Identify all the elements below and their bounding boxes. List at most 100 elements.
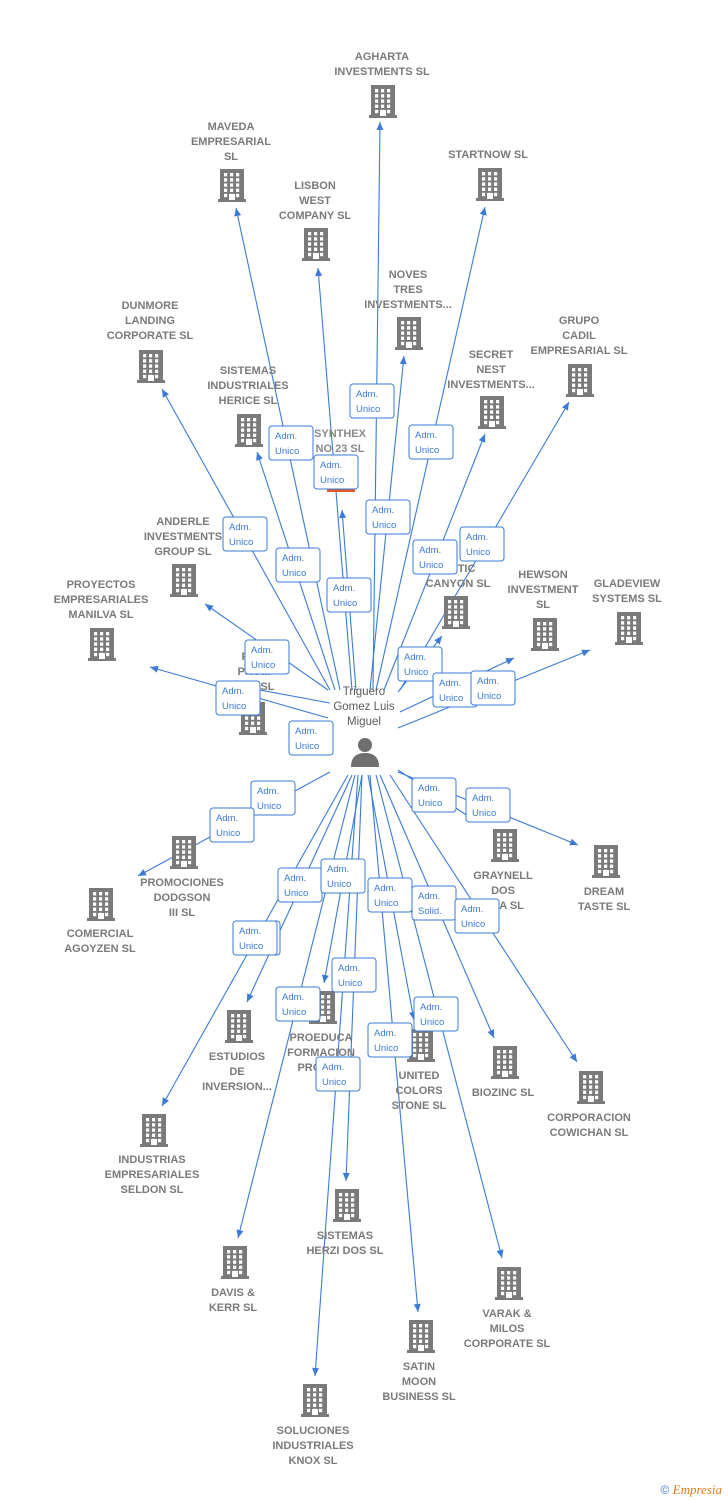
role-badge[interactable]: Adm.Unico	[315, 1056, 361, 1092]
role-badge[interactable]: Adm.Unico	[250, 780, 296, 816]
building-icon[interactable]	[333, 1189, 361, 1222]
company-node-daviskerr[interactable]: DAVIS &KERR SL	[209, 1246, 258, 1314]
building-icon[interactable]	[225, 1010, 253, 1043]
building-icon[interactable]	[577, 1071, 605, 1104]
company-node-estudios[interactable]: ESTUDIOSDEINVERSION...	[202, 1010, 272, 1093]
role-badge[interactable]: Adm.Unico	[367, 877, 413, 913]
company-node-startnow[interactable]: STARTNOW SL	[448, 149, 528, 201]
building-icon[interactable]	[476, 168, 504, 201]
role-badge[interactable]: Adm.Unico	[320, 858, 366, 894]
building-icon[interactable]	[495, 1267, 523, 1300]
building-icon[interactable]	[566, 364, 594, 397]
building-icon[interactable]	[491, 1046, 519, 1079]
role-badge[interactable]: Adm.Unico	[413, 996, 459, 1032]
footer-brand[interactable]: © Empresia	[660, 1482, 722, 1498]
role-badge[interactable]: Adm.Unico	[349, 383, 395, 419]
role-badge-text: Adm.	[282, 553, 304, 564]
building-icon[interactable]	[140, 1114, 168, 1147]
role-badge[interactable]: Adm.Unico	[313, 454, 359, 490]
arrow-estudios	[247, 993, 254, 1002]
building-icon[interactable]	[395, 317, 423, 350]
role-badge[interactable]: Adm.Unico	[412, 539, 458, 575]
role-badge-text: Unico	[374, 898, 398, 909]
role-badge[interactable]: Adm.Unico	[367, 1022, 413, 1058]
role-badge[interactable]: Adm.Unico	[275, 986, 321, 1022]
company-node-secretnest[interactable]: SECRETNESTINVESTMENTS...	[447, 349, 535, 429]
role-badge[interactable]: Adm.Unico	[244, 639, 290, 675]
role-badge[interactable]: Adm.Unico	[465, 787, 511, 823]
building-icon[interactable]	[170, 836, 198, 869]
building-icon[interactable]	[615, 612, 643, 645]
role-badge[interactable]: Adm.Unico	[411, 777, 457, 813]
company-label-line: INVERSION...	[202, 1081, 272, 1093]
role-badge[interactable]: Adm.Unico	[222, 516, 268, 552]
role-badge-text: Adm.	[356, 389, 378, 400]
building-icon[interactable]	[369, 85, 397, 118]
building-icon[interactable]	[478, 396, 506, 429]
person-name-line: Miguel	[347, 716, 381, 728]
role-badge[interactable]: Adm.Unico	[331, 957, 377, 993]
role-badge[interactable]: Adm.Solid.	[411, 885, 457, 921]
role-badge[interactable]: Adm.Unico	[209, 807, 255, 843]
building-icon[interactable]	[407, 1029, 435, 1062]
company-label-line: SECRET	[469, 349, 514, 361]
role-badge[interactable]: Adm.Unico	[288, 720, 334, 756]
building-icon[interactable]	[221, 1246, 249, 1279]
building-icon[interactable]	[170, 564, 198, 597]
arrow-anderle	[205, 604, 214, 612]
role-badge[interactable]: Adm.Unico	[432, 672, 478, 708]
company-label-line: NOVES	[389, 269, 428, 281]
company-label-line: HERZI DOS SL	[306, 1245, 383, 1257]
building-icon[interactable]	[218, 169, 246, 202]
role-badge[interactable]: Adm.Unico	[232, 920, 278, 956]
role-badge[interactable]: Adm.Unico	[277, 867, 323, 903]
building-icon[interactable]	[235, 414, 263, 447]
role-badge[interactable]: Adm.Unico	[326, 577, 372, 613]
company-node-noves[interactable]: NOVESTRESINVESTMENTS...	[364, 269, 452, 350]
role-badge[interactable]: Adm.Unico	[397, 646, 443, 682]
arrow-solknox	[312, 1367, 320, 1376]
building-icon[interactable]	[407, 1320, 435, 1353]
building-icon[interactable]	[491, 829, 519, 862]
role-badge[interactable]: Adm.Unico	[275, 547, 321, 583]
building-icon[interactable]	[301, 1384, 329, 1417]
building-icon[interactable]	[87, 888, 115, 921]
building-icon[interactable]	[442, 596, 470, 629]
role-badge[interactable]: Adm.Unico	[459, 526, 505, 562]
role-badge[interactable]: Adm.Unico	[454, 898, 500, 934]
company-node-biozinc[interactable]: BIOZINC SL	[472, 1046, 535, 1099]
role-badge-text: Adm.	[320, 460, 342, 471]
building-icon[interactable]	[302, 228, 330, 261]
role-badge[interactable]: Adm.Unico	[408, 424, 454, 460]
building-icon[interactable]	[531, 618, 559, 651]
building-icon[interactable]	[592, 845, 620, 878]
role-badge[interactable]: Adm.Unico	[470, 670, 516, 706]
role-badge[interactable]: Adm.Unico	[365, 499, 411, 535]
role-badge[interactable]: Adm.Unico	[268, 425, 314, 461]
role-badge[interactable]: Adm.Unico	[215, 680, 261, 716]
building-icon[interactable]	[88, 628, 116, 661]
building-icon[interactable]	[137, 350, 165, 383]
